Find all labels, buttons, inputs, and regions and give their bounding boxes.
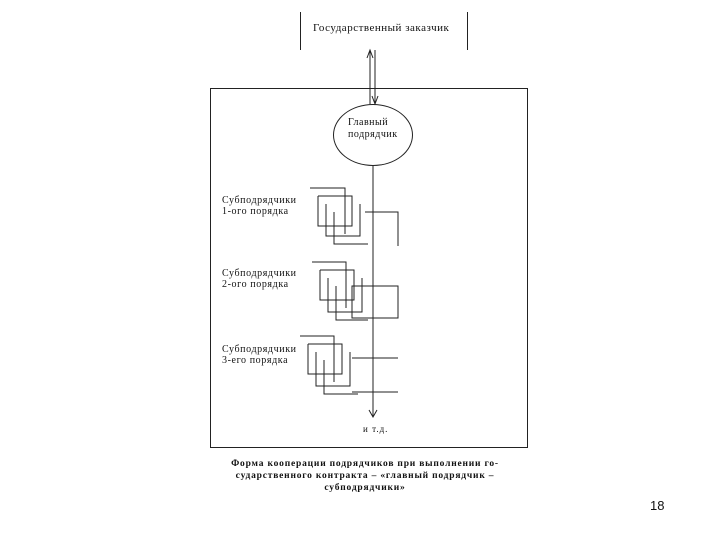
tier-1-label: Субподрядчики 1-ого порядка bbox=[222, 195, 297, 217]
customer-box: Государственный заказчик bbox=[300, 12, 468, 50]
customer-label: Государственный заказчик bbox=[313, 22, 450, 34]
main-contractor-label-line-2: подрядчик bbox=[348, 129, 398, 140]
main-contractor-label-line-1: Главный bbox=[348, 117, 389, 128]
tier-3-boxes bbox=[300, 335, 398, 395]
contract-frame bbox=[210, 88, 528, 448]
main-contractor-node: Главный подрядчик bbox=[333, 104, 413, 166]
tier-2-label: Субподрядчики 2-ого порядка bbox=[222, 268, 297, 290]
spine-end-arrow bbox=[368, 409, 378, 419]
tier-1-boxes bbox=[310, 187, 399, 246]
up-arrow-head bbox=[366, 48, 374, 59]
tier-3-label: Субподрядчики 3-его порядка bbox=[222, 344, 297, 366]
page-number: 18 bbox=[650, 498, 665, 513]
figure-caption: Форма кооперации подрядчиков при выполне… bbox=[231, 459, 499, 493]
etc-label: и т.д. bbox=[363, 424, 389, 434]
tier-2-boxes bbox=[312, 261, 399, 321]
